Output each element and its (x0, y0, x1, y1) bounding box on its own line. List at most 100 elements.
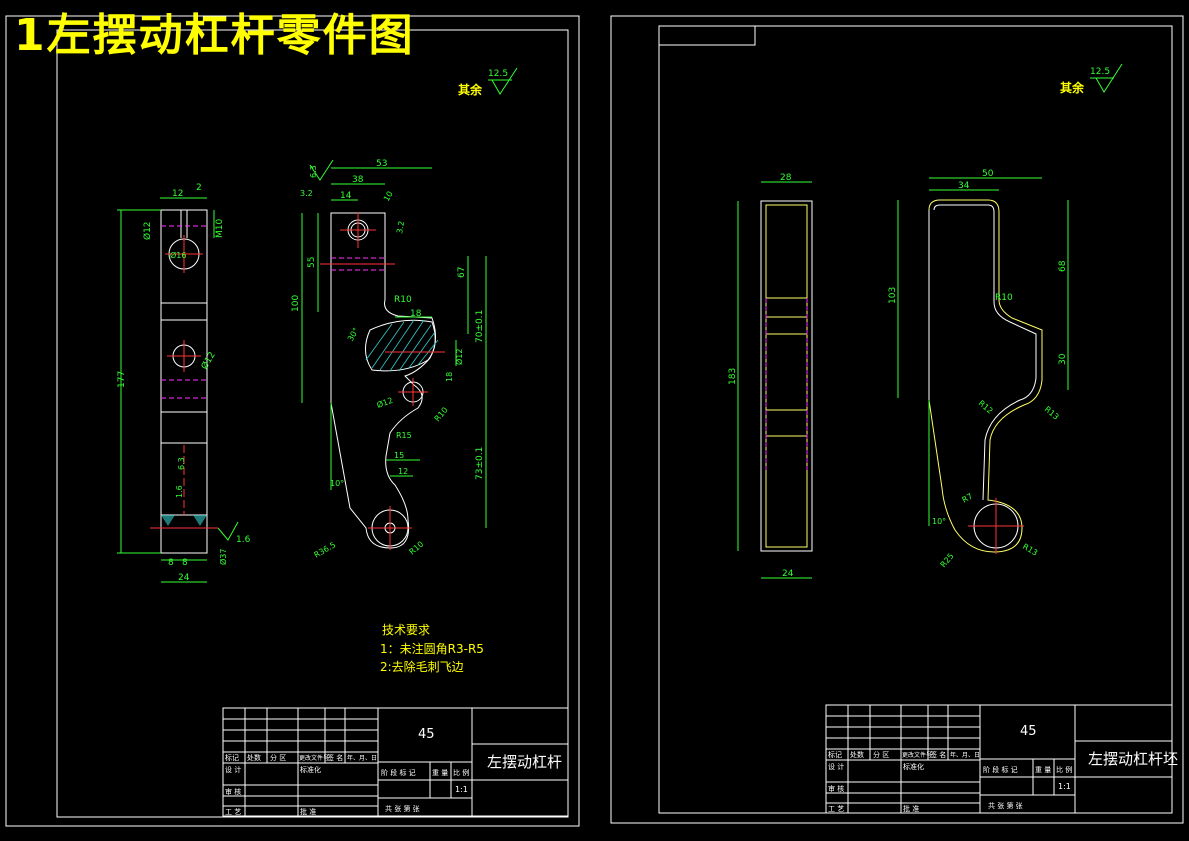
side-dim-6.3: 6.3 (309, 165, 318, 178)
side-dim-14: 14 (340, 191, 352, 201)
right-tb-stage: 阶 段 标 记 (983, 765, 1018, 774)
right-surface-other-label: 其余 (1060, 80, 1085, 95)
left-tb-hdr-doc: 更改文件号 (299, 754, 329, 762)
right-tb-hdr-date: 年、月、日 (950, 751, 980, 759)
right-sheet-border (610, 15, 1184, 824)
front-view-body (160, 209, 208, 554)
side-dim-73: 73±0.1 (475, 447, 485, 480)
left-tb-row-approve: 批 准 (300, 807, 316, 816)
blank-dim-R13b: R13 (1021, 542, 1039, 558)
front-dim-6.3: 6.3 (177, 457, 186, 470)
side-view-outline (330, 212, 436, 549)
side-dim-10deg: 10° (330, 479, 344, 488)
right-tb-hdr-count: 处数 (850, 750, 864, 759)
side-dim-30deg: 30° (346, 326, 361, 343)
front-dim-24: 24 (178, 573, 190, 583)
right-tb-hdr-doc: 更改文件号 (902, 751, 932, 759)
blank-dim-10deg: 10° (932, 517, 946, 526)
side-dim-70: 70±0.1 (475, 310, 485, 343)
side-dim-67: 67 (457, 267, 467, 278)
right-tb-hdr-mark: 标记 (828, 750, 842, 759)
right-tb-hdr-sign: 签 名 (930, 750, 946, 759)
left-sheet: 其余 12.5 (5, 15, 580, 827)
blank-dim-R10: R10 (995, 293, 1013, 303)
right-tb-row-approve: 批 准 (903, 804, 919, 813)
side-dim-phi12b: Ø12 (454, 349, 464, 365)
blank-dim-103: 103 (888, 287, 898, 304)
front-dim-177: 177 (117, 371, 127, 388)
blank-dim-24: 24 (782, 569, 794, 579)
left-tb-sheets: 共 张 第 张 (385, 804, 420, 813)
front-view: 177 12 2 Ø12 M10 Ø16 Ø12 6.3 1.6 8 8 24 … (117, 183, 251, 583)
blank-dim-R25: R25 (939, 551, 956, 569)
front-dim-1.6b: 1.6 (236, 535, 251, 545)
right-tb-part-name: 左摆动杠杆坯 (1088, 750, 1178, 768)
right-tb-row-check: 审 核 (828, 784, 844, 793)
left-tb-row-design: 设 计 (225, 765, 241, 774)
front-dim-8b: 8 (182, 558, 188, 568)
blank-dim-28: 28 (780, 173, 792, 183)
left-tb-hdr-zone: 分 区 (270, 753, 286, 762)
front-dim-2: 2 (196, 183, 202, 193)
blank-dim-68: 68 (1058, 260, 1068, 272)
side-dim-53: 53 (376, 159, 387, 169)
side-dim-100: 100 (291, 295, 301, 312)
side-dim-phi12c: Ø12 (375, 395, 394, 410)
left-title-block (222, 707, 569, 817)
right-tb-hdr-zone: 分 区 (873, 750, 889, 759)
left-tb-weight: 重 量 (432, 769, 448, 777)
front-dim-phi12-mid: Ø12 (199, 350, 218, 372)
right-tb-ratio: 比 例 (1056, 765, 1072, 774)
right-tb-row-proc: 工 艺 (828, 805, 844, 813)
front-dim-phi16: Ø16 (170, 250, 186, 260)
side-dim-R15: R15 (396, 431, 412, 440)
right-tb-row-std: 标准化 (903, 762, 924, 771)
left-tb-row-std: 标准化 (300, 765, 321, 774)
left-tb-scale: 1:1 (455, 785, 468, 794)
side-dim-R10a: R10 (394, 295, 412, 305)
blank-side-outline (928, 199, 1043, 553)
side-section-hatch (365, 319, 436, 372)
left-tb-row-proc: 工 艺 (225, 808, 241, 816)
front-dim-phi37: Ø37 (218, 549, 228, 565)
blank-dim-R13a: R13 (1043, 405, 1061, 422)
right-sheet-inner-frame (658, 25, 1173, 814)
left-tb-ratio: 比 例 (453, 768, 469, 777)
tech-req-2: 2:去除毛刺飞边 (380, 659, 464, 674)
left-roughness-other-value: 12.5 (488, 69, 508, 79)
side-dim-18: 18 (410, 309, 422, 319)
tech-req-title: 技术要求 (382, 623, 430, 637)
side-dim-3.2: 3.2 (300, 189, 313, 198)
right-tb-material: 45 (1020, 724, 1037, 739)
side-dim-10: 10 (382, 190, 395, 203)
left-surface-other-label: 其余 (458, 82, 483, 97)
right-tb-weight: 重 量 (1035, 766, 1051, 774)
left-sheet-inner-frame (56, 29, 569, 818)
right-title-block (825, 704, 1173, 814)
blank-dim-50: 50 (982, 169, 994, 179)
left-tb-hdr-mark: 标记 (225, 753, 239, 762)
front-dim-phi12-top: Ø12 (142, 221, 153, 240)
left-tb-hdr-sign: 签 名 (327, 753, 343, 762)
right-roughness-other: 其余 12.5 (1060, 63, 1123, 95)
left-sheet-border (5, 15, 580, 827)
tech-req-1: 1：未注圆角R3-R5 (380, 641, 484, 656)
left-tb-stage: 阶 段 标 记 (381, 768, 416, 777)
front-dim-1.6a: 1.6 (175, 485, 184, 498)
right-tb-row-design: 设 计 (828, 762, 844, 771)
side-dim-R36: R36.5 (313, 540, 338, 559)
left-title-block-text: 45 左摆动杠杆 标记 处数 分 区 更改文件号 签 名 年、月、日 设 计 标… (225, 727, 562, 816)
front-dim-8a: 8 (168, 558, 174, 568)
left-tb-row-check: 审 核 (225, 787, 241, 796)
left-tb-hdr-count: 处数 (247, 753, 261, 762)
right-sheet-corner-box (658, 25, 756, 46)
right-title-block-text: 45 左摆动杠杆坯 标记 处数 分 区 更改文件号 签 名 年、月、日 设 计 … (828, 724, 1178, 813)
left-tb-material: 45 (418, 727, 435, 742)
side-dim-12: 12 (398, 467, 408, 476)
side-dim-18b: 18 (445, 372, 454, 382)
right-roughness-other-value: 12.5 (1090, 67, 1110, 77)
blank-dim-R12: R12 (977, 399, 995, 416)
blank-side-view: 50 34 103 68 30 R10 R12 R13 R7 10° R25 R… (888, 169, 1069, 569)
side-dim-38: 38 (352, 175, 364, 185)
